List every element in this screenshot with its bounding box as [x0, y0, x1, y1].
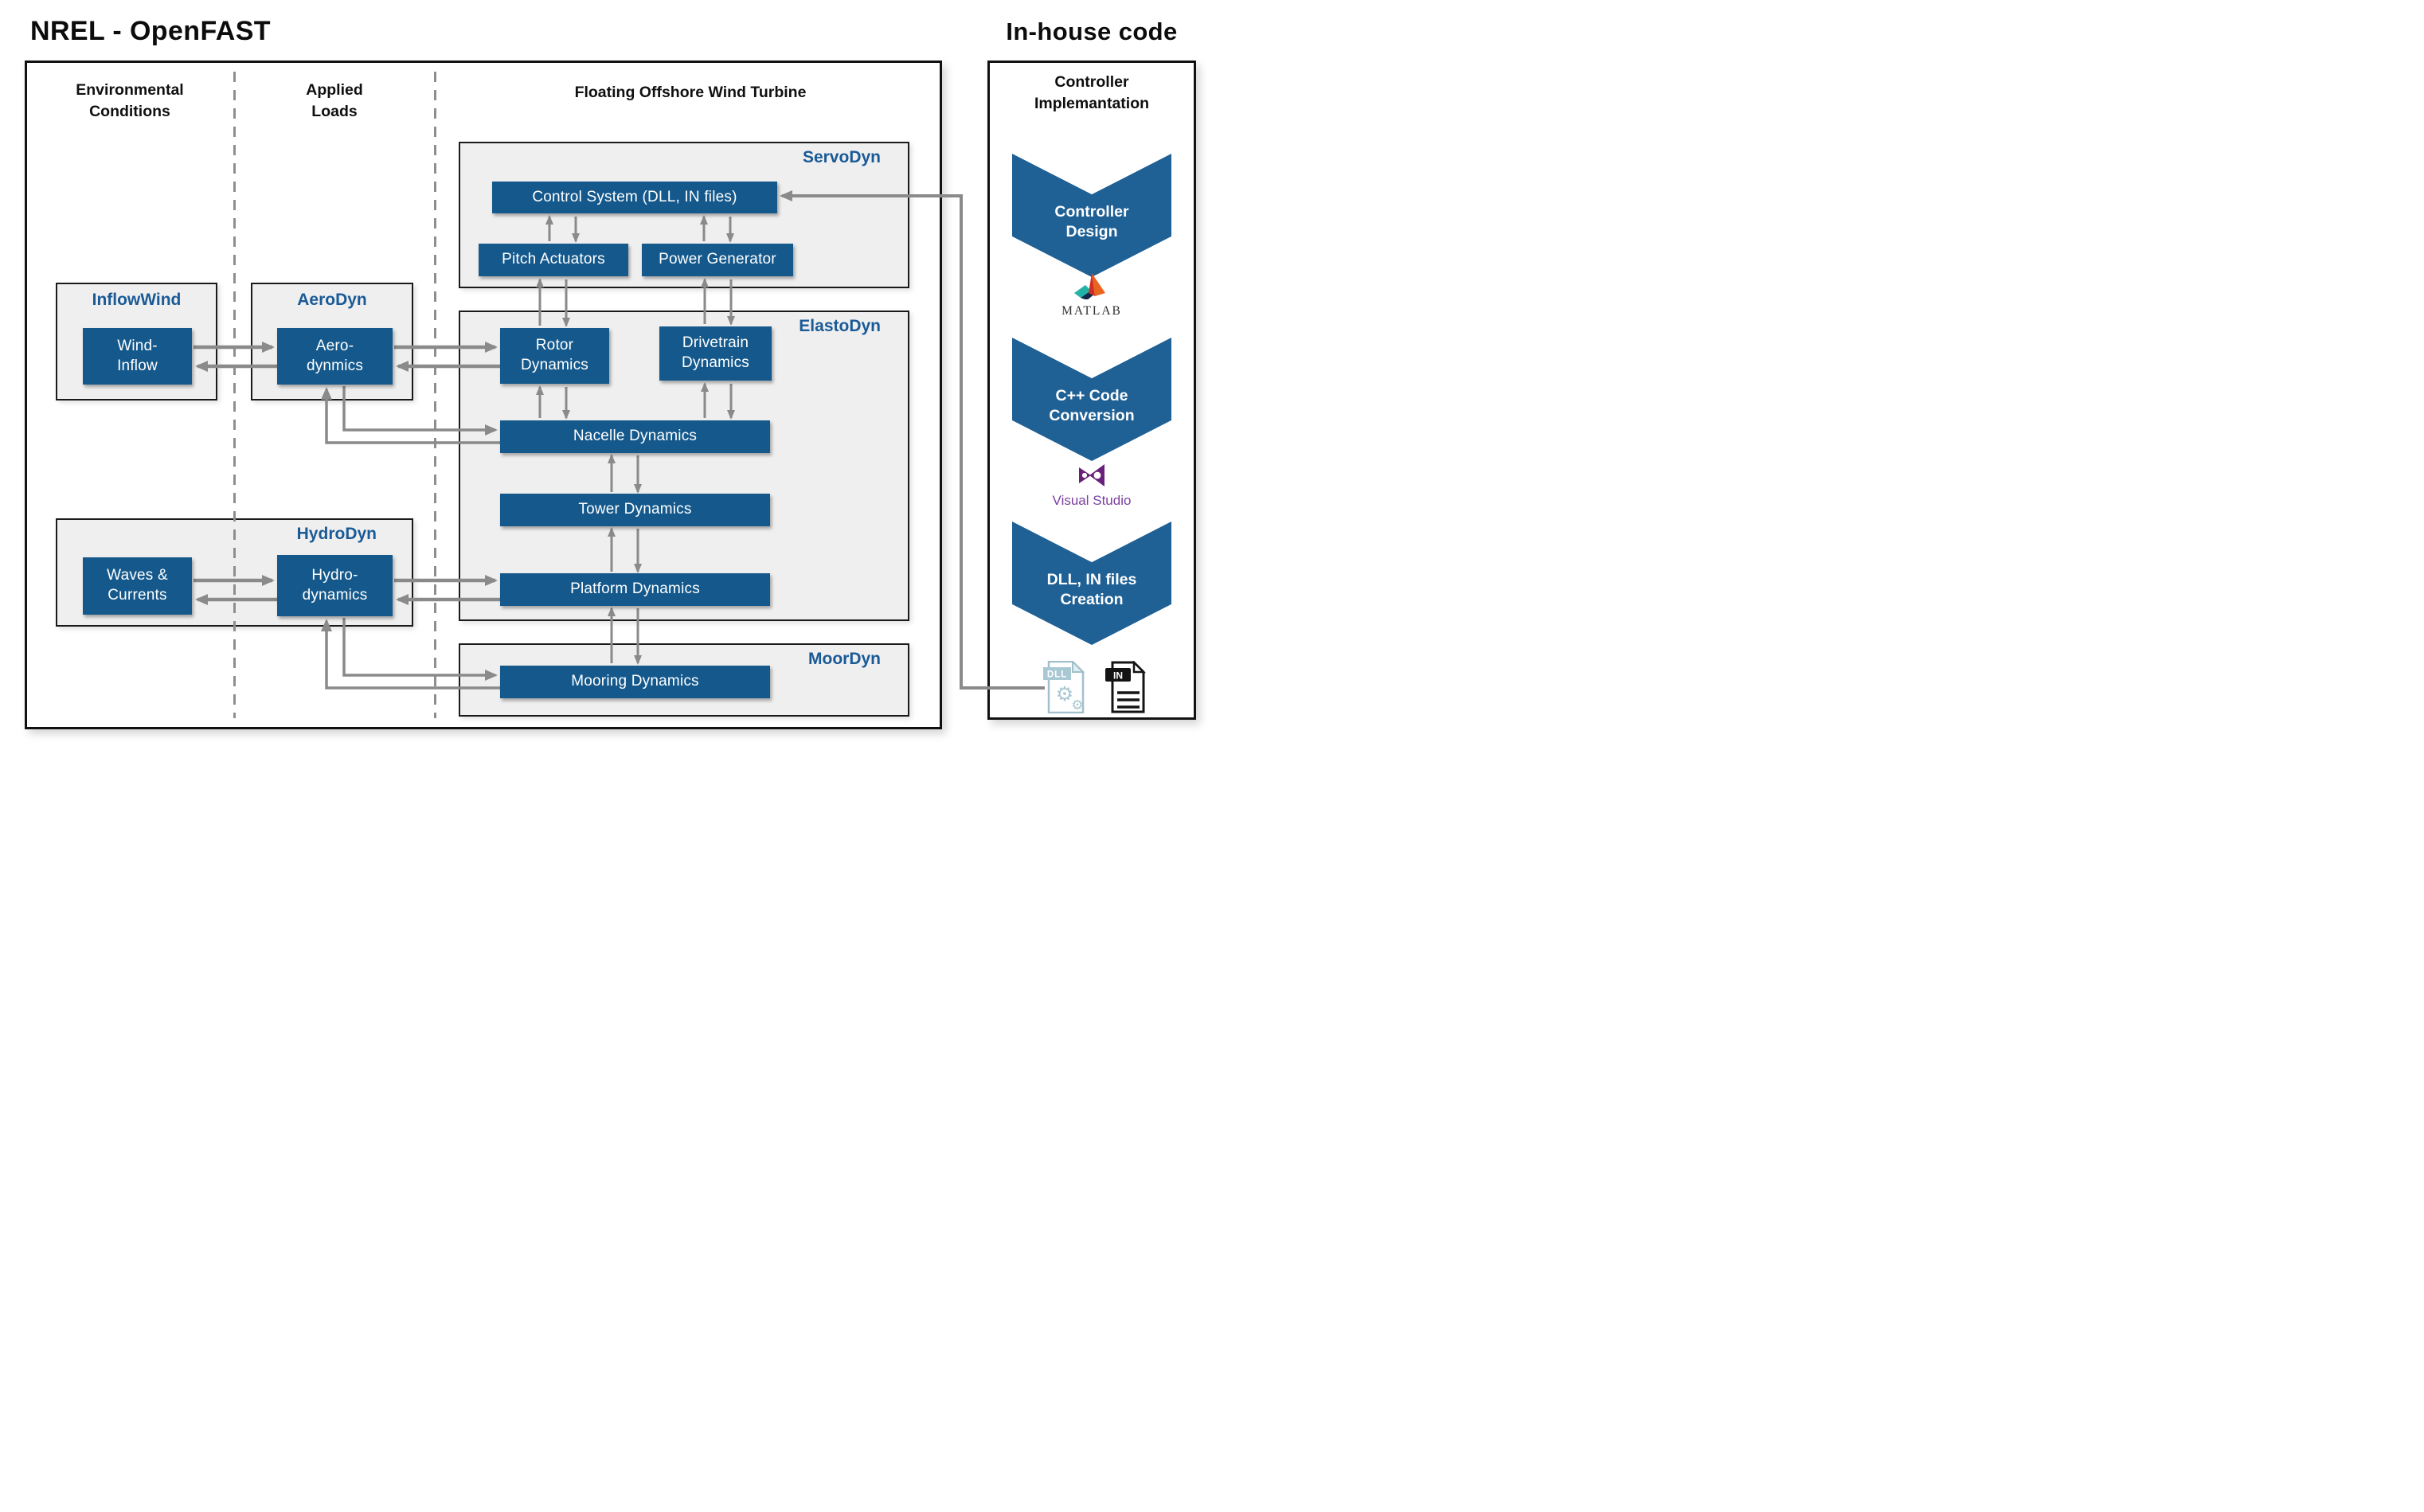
node-wind-inflow: Wind- Inflow [83, 328, 192, 385]
node-pitch-actuators: Pitch Actuators [479, 244, 628, 276]
visual-studio-label: Visual Studio [1052, 493, 1132, 508]
section-label-inflowwind: InflowWind [92, 291, 182, 309]
node-tower-dynamics: Tower Dynamics [500, 494, 770, 526]
column-header-turbine: Floating Offshore Wind Turbine [574, 84, 807, 101]
column-divider-1 [233, 72, 236, 718]
section-label-aerodyn: AeroDyn [297, 291, 367, 309]
column-divider-2 [434, 72, 436, 718]
node-control-system: Control System (DLL, IN files) [492, 182, 777, 213]
node-hydro-dynamics: Hydro- dynamics [277, 555, 393, 616]
page-title: NREL - OpenFAST [30, 16, 271, 46]
dll-file-icon: DLL ⚙ ⚙ [1043, 659, 1088, 717]
svg-text:⚙: ⚙ [1056, 683, 1073, 705]
section-label-moordyn: MoorDyn [808, 650, 881, 668]
visual-studio-icon [1079, 464, 1104, 486]
column-header-environmental: Environmental Conditions [76, 81, 184, 120]
dll-file-label: DLL [1047, 670, 1067, 680]
section-label-servodyn: ServoDyn [802, 148, 881, 166]
matlab-flame-icon [1074, 273, 1105, 300]
svg-text:⚙: ⚙ [1071, 697, 1083, 713]
node-drivetrain-dynamics: Drivetrain Dynamics [659, 326, 772, 381]
node-waves-currents: Waves & Currents [83, 557, 192, 615]
column-header-applied-loads: Applied Loads [306, 81, 363, 120]
node-rotor-dynamics: Rotor Dynamics [500, 328, 609, 384]
node-nacelle-dynamics: Nacelle Dynamics [500, 420, 770, 453]
node-mooring-dynamics: Mooring Dynamics [500, 666, 770, 698]
in-file-icon: IN [1105, 659, 1150, 717]
node-aero-dynmics: Aero- dynmics [277, 328, 393, 385]
node-platform-dynamics: Platform Dynamics [500, 573, 770, 606]
visual-studio-logo-block: Visual Studio [1044, 463, 1140, 509]
inhouse-heading: Controller Implemantation [1034, 73, 1150, 113]
diagram-canvas: NREL - OpenFAST In-house code Environmen… [0, 0, 1212, 756]
section-label-elastodyn: ElastoDyn [799, 317, 881, 335]
inhouse-title: In-house code [1006, 18, 1178, 45]
in-file-label: IN [1113, 670, 1123, 682]
matlab-label: MATLAB [1061, 304, 1122, 318]
section-label-hydrodyn: HydroDyn [296, 525, 377, 543]
node-power-generator: Power Generator [642, 244, 793, 276]
matlab-logo-block: MATLAB [1052, 272, 1132, 318]
